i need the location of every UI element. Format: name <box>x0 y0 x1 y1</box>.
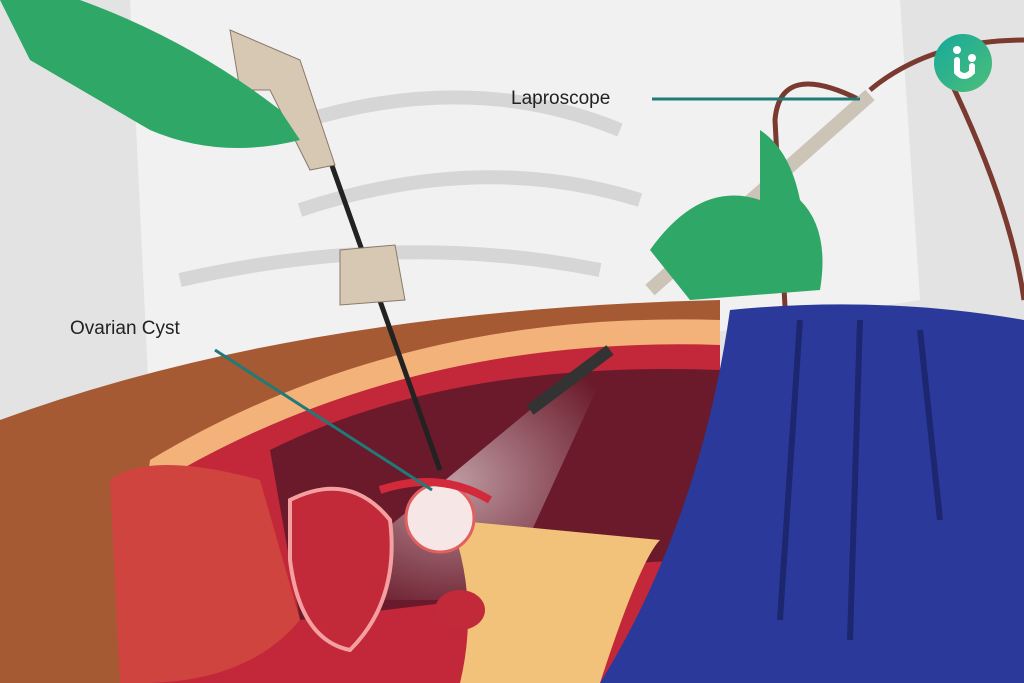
grasper-shaft <box>327 159 443 471</box>
spine <box>450 520 660 683</box>
surgeon-gown <box>130 0 920 420</box>
ovarian-cyst-label: Ovarian Cyst <box>70 318 180 339</box>
fallopian-tube <box>378 478 493 504</box>
surgical-drape <box>600 304 1024 683</box>
right-glove-hand <box>650 130 823 300</box>
scope-cable-2 <box>937 58 1024 301</box>
trocar-port <box>339 244 406 306</box>
laparoscope-shaft <box>526 345 614 415</box>
brand-logo-icon <box>934 34 992 92</box>
drape-folds <box>777 319 943 641</box>
uterus <box>288 486 394 653</box>
ovarian-cyst <box>404 482 476 554</box>
ovary <box>435 590 485 630</box>
laparoscope-label: Laproscope <box>511 88 611 109</box>
cyst-pointer-line <box>214 348 433 492</box>
left-glove-hand <box>0 0 300 148</box>
bladder <box>110 465 300 683</box>
